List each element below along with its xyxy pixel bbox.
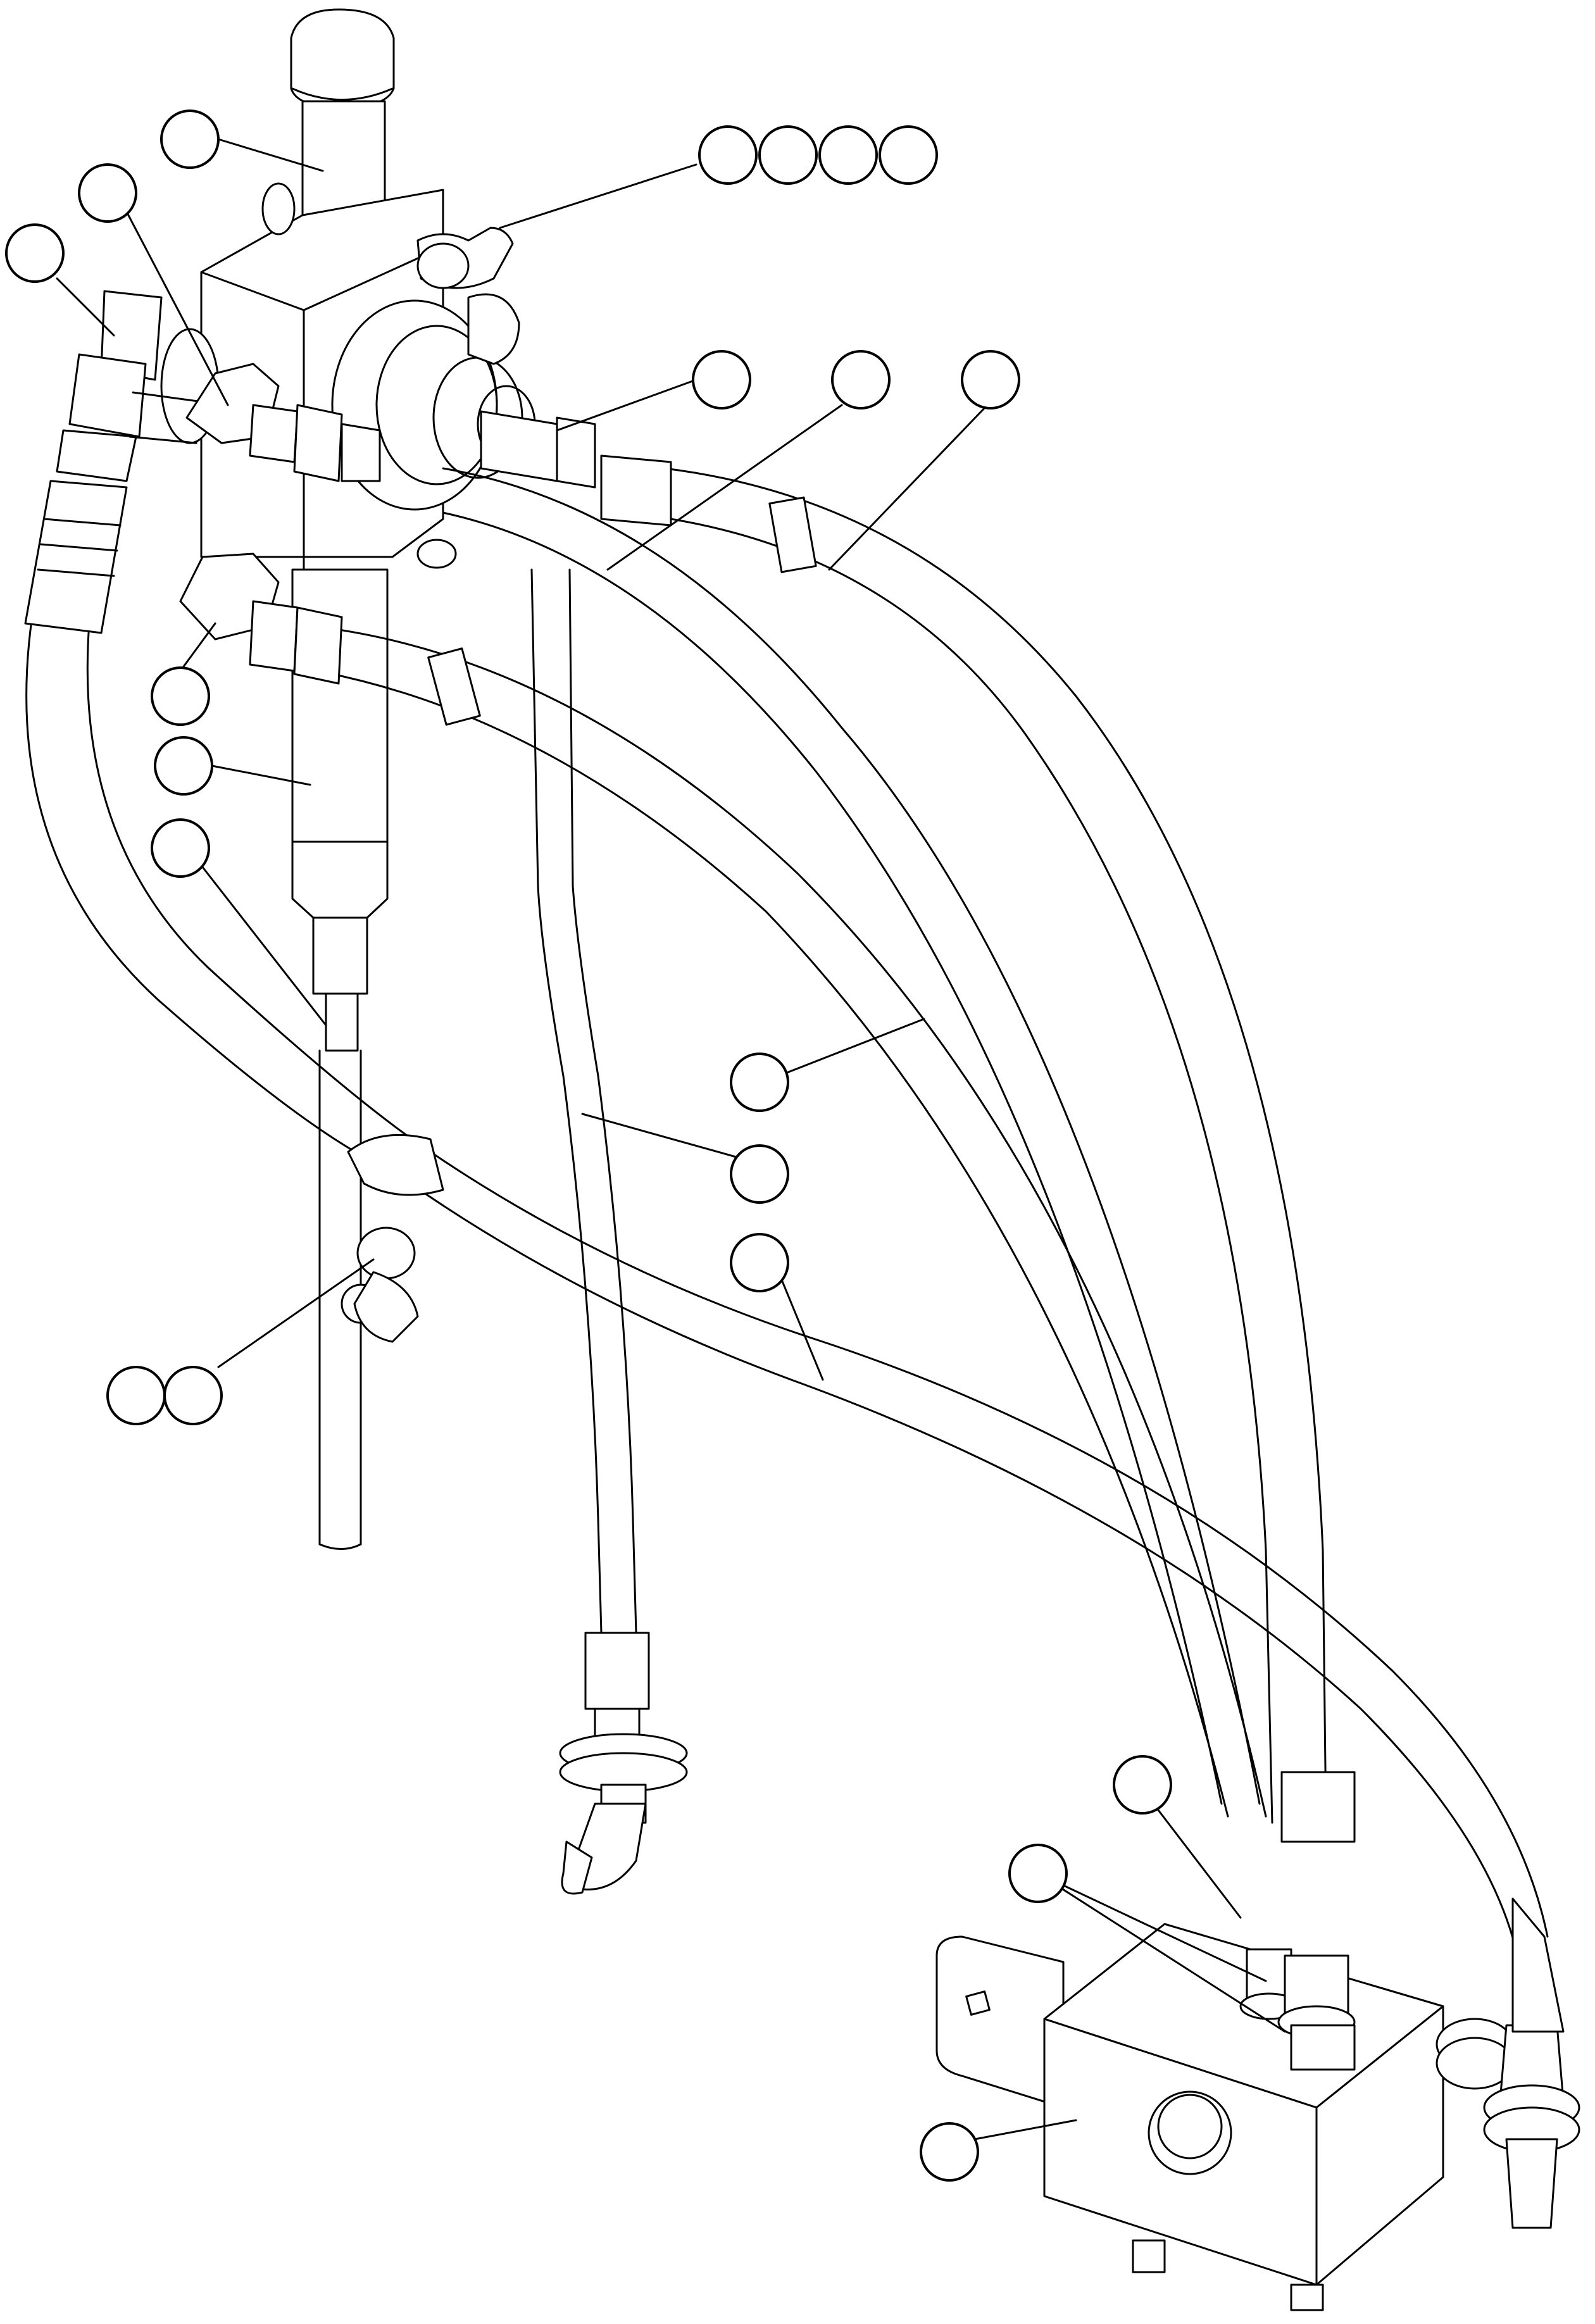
- callout-balloon-8[interactable]: [692, 350, 751, 409]
- callout-balloon-16[interactable]: [730, 1233, 789, 1292]
- callout-balloon-1[interactable]: [160, 109, 220, 169]
- callout-balloon-3[interactable]: [758, 125, 818, 185]
- leader-lines: [56, 138, 1286, 2140]
- callout-balloon-17[interactable]: [106, 1366, 166, 1425]
- callout-balloon-20[interactable]: [1008, 1844, 1068, 1903]
- callout-balloon-2[interactable]: [698, 125, 758, 185]
- callout-balloon-10[interactable]: [961, 350, 1020, 409]
- callout-balloon-12[interactable]: [154, 736, 213, 796]
- vertical-pipe: [530, 568, 688, 1895]
- callout-balloon-11[interactable]: [151, 666, 210, 726]
- callout-balloon-14[interactable]: [730, 1053, 789, 1112]
- left-hose-fitting: [24, 290, 204, 634]
- callout-balloon-4[interactable]: [818, 125, 878, 185]
- callout-balloon-7[interactable]: [5, 223, 65, 283]
- callout-balloon-21[interactable]: [920, 2122, 979, 2182]
- callout-balloon-13[interactable]: [151, 818, 210, 878]
- lower-valve-block: [935, 1897, 1580, 2311]
- callout-balloon-9[interactable]: [831, 350, 891, 409]
- callout-balloon-5[interactable]: [879, 125, 938, 185]
- callout-balloons: [5, 109, 1172, 2182]
- upper-valve-body: [160, 8, 536, 571]
- hose-bundle: [25, 467, 1549, 1951]
- callout-balloon-19[interactable]: [1113, 1755, 1172, 1815]
- lower-fitting-chain: [179, 553, 343, 685]
- callout-balloon-18[interactable]: [163, 1366, 223, 1425]
- upper-fitting-chain: [185, 363, 672, 527]
- callout-balloon-15[interactable]: [730, 1144, 789, 1204]
- hose-clamp: [341, 1227, 419, 1343]
- callout-balloon-6[interactable]: [78, 163, 137, 223]
- lower-cylinder: [291, 568, 389, 1550]
